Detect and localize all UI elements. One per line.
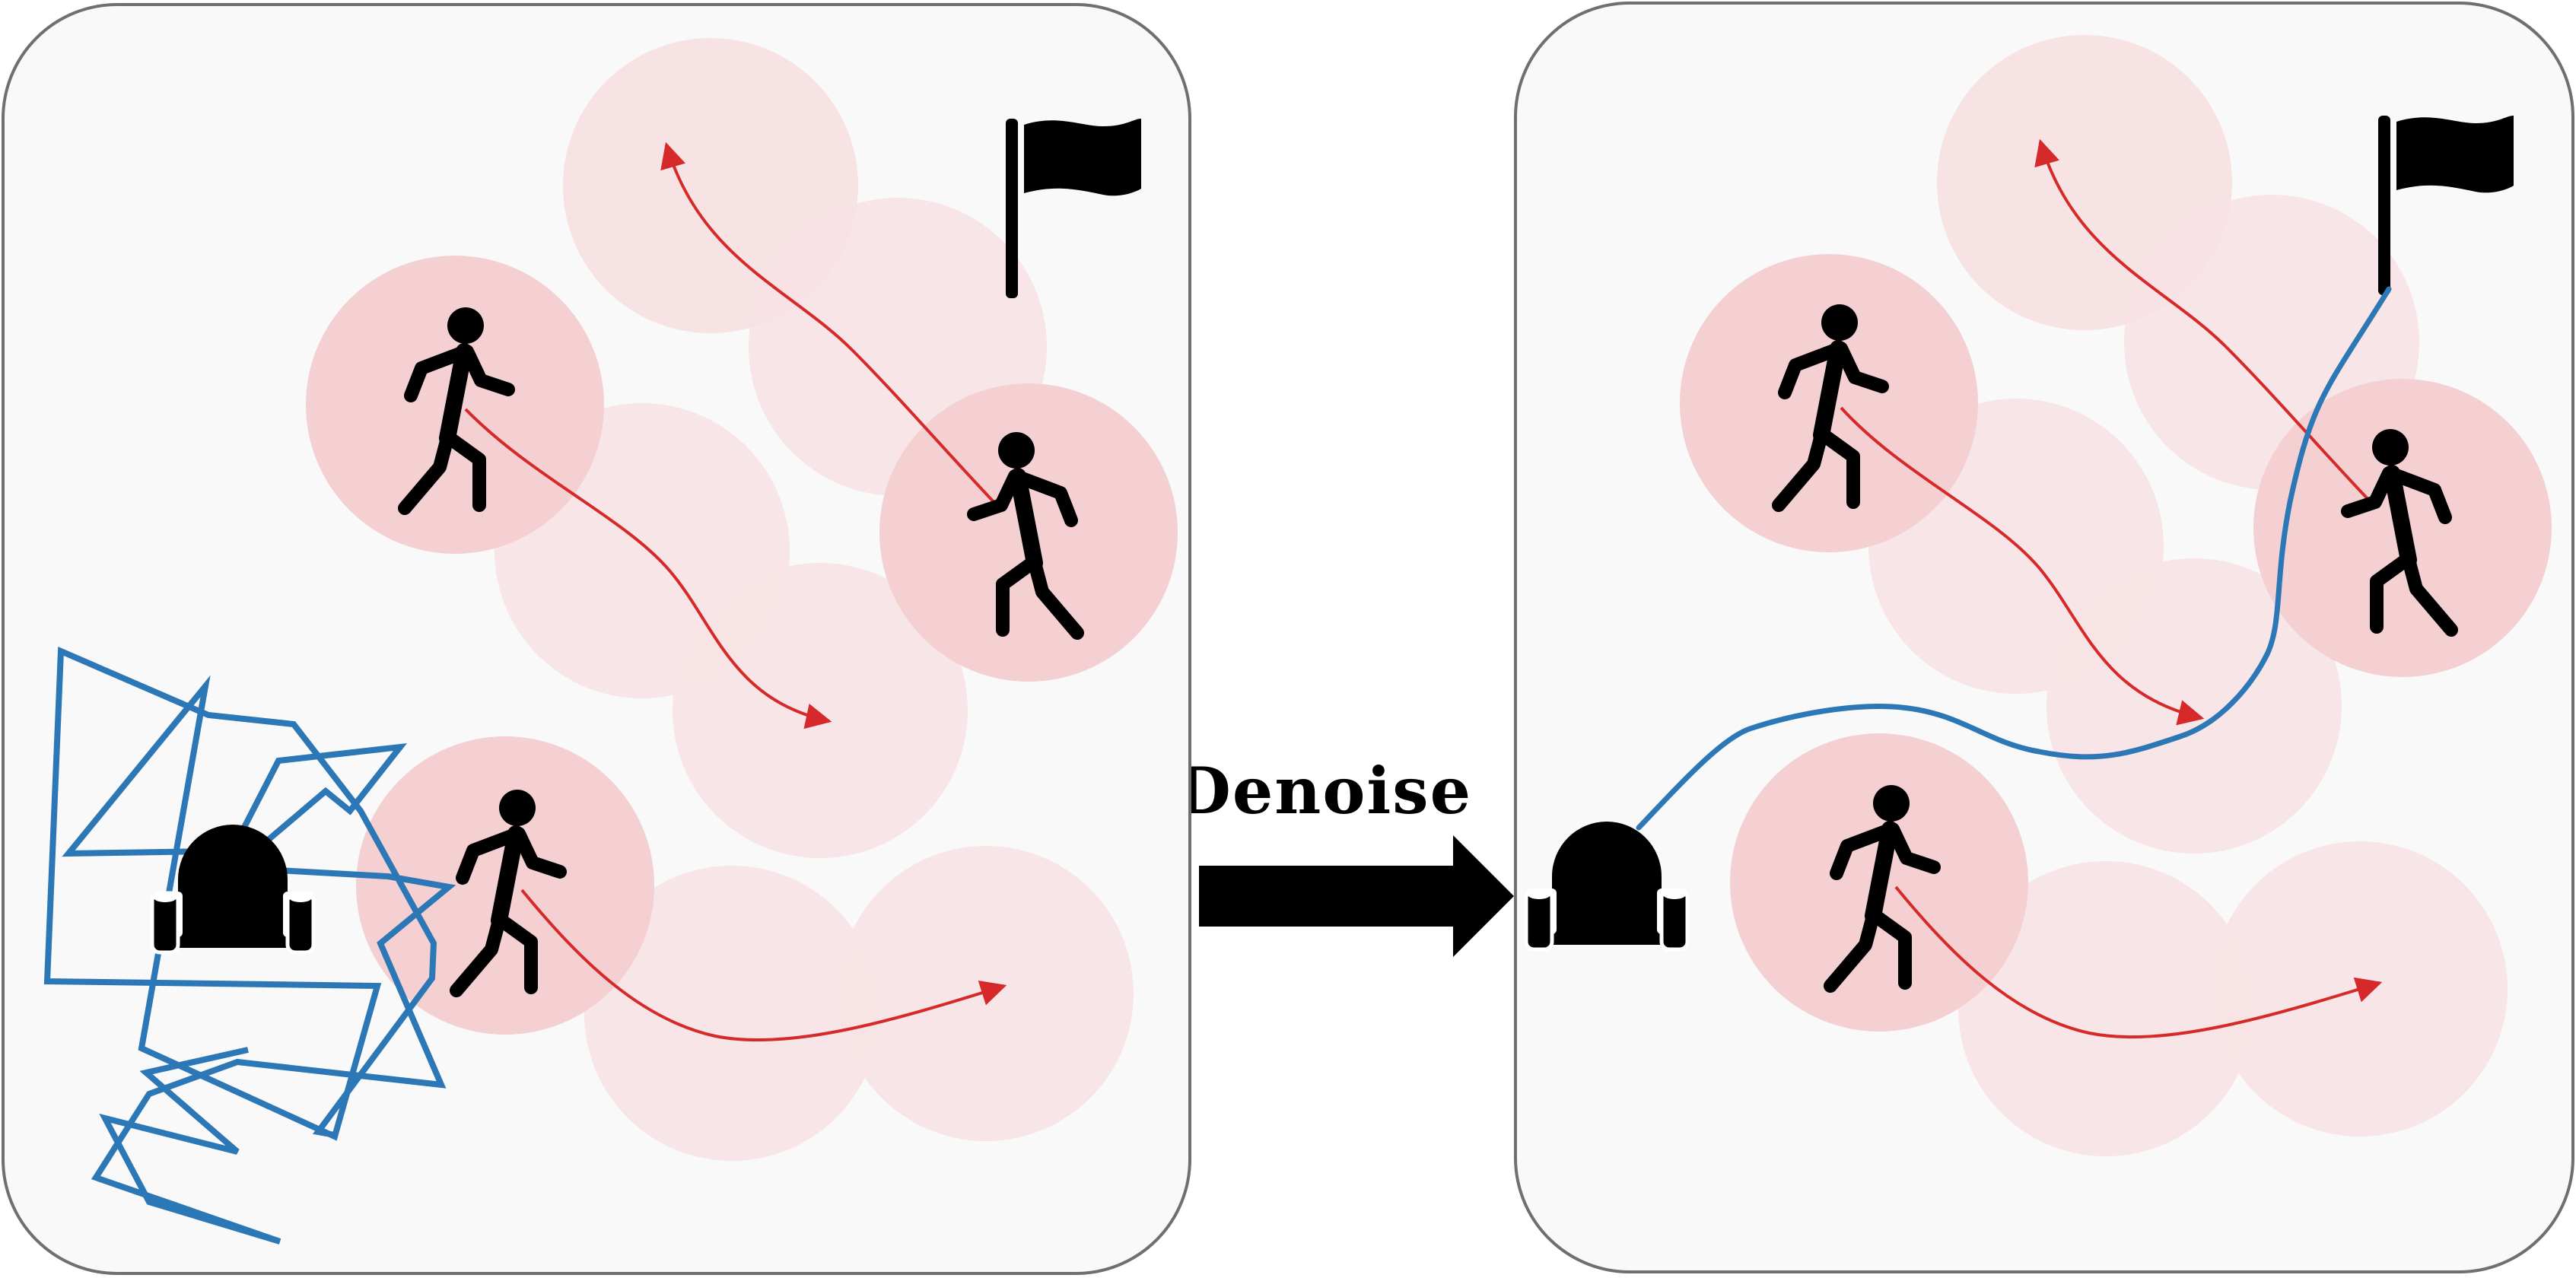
pedestrian-motion-arrows	[1840, 138, 2383, 1039]
denoise-arrow	[1199, 835, 1514, 957]
denoise-label: Denoise	[1175, 753, 1473, 828]
noisy-plan-panel	[2, 3, 1191, 1275]
robot-path-smooth	[1636, 286, 2392, 831]
pedestrian-motion-arrows	[464, 141, 1007, 1042]
robot-path-noisy	[43, 647, 456, 1245]
denoised-plan-panel	[1514, 2, 2574, 1273]
